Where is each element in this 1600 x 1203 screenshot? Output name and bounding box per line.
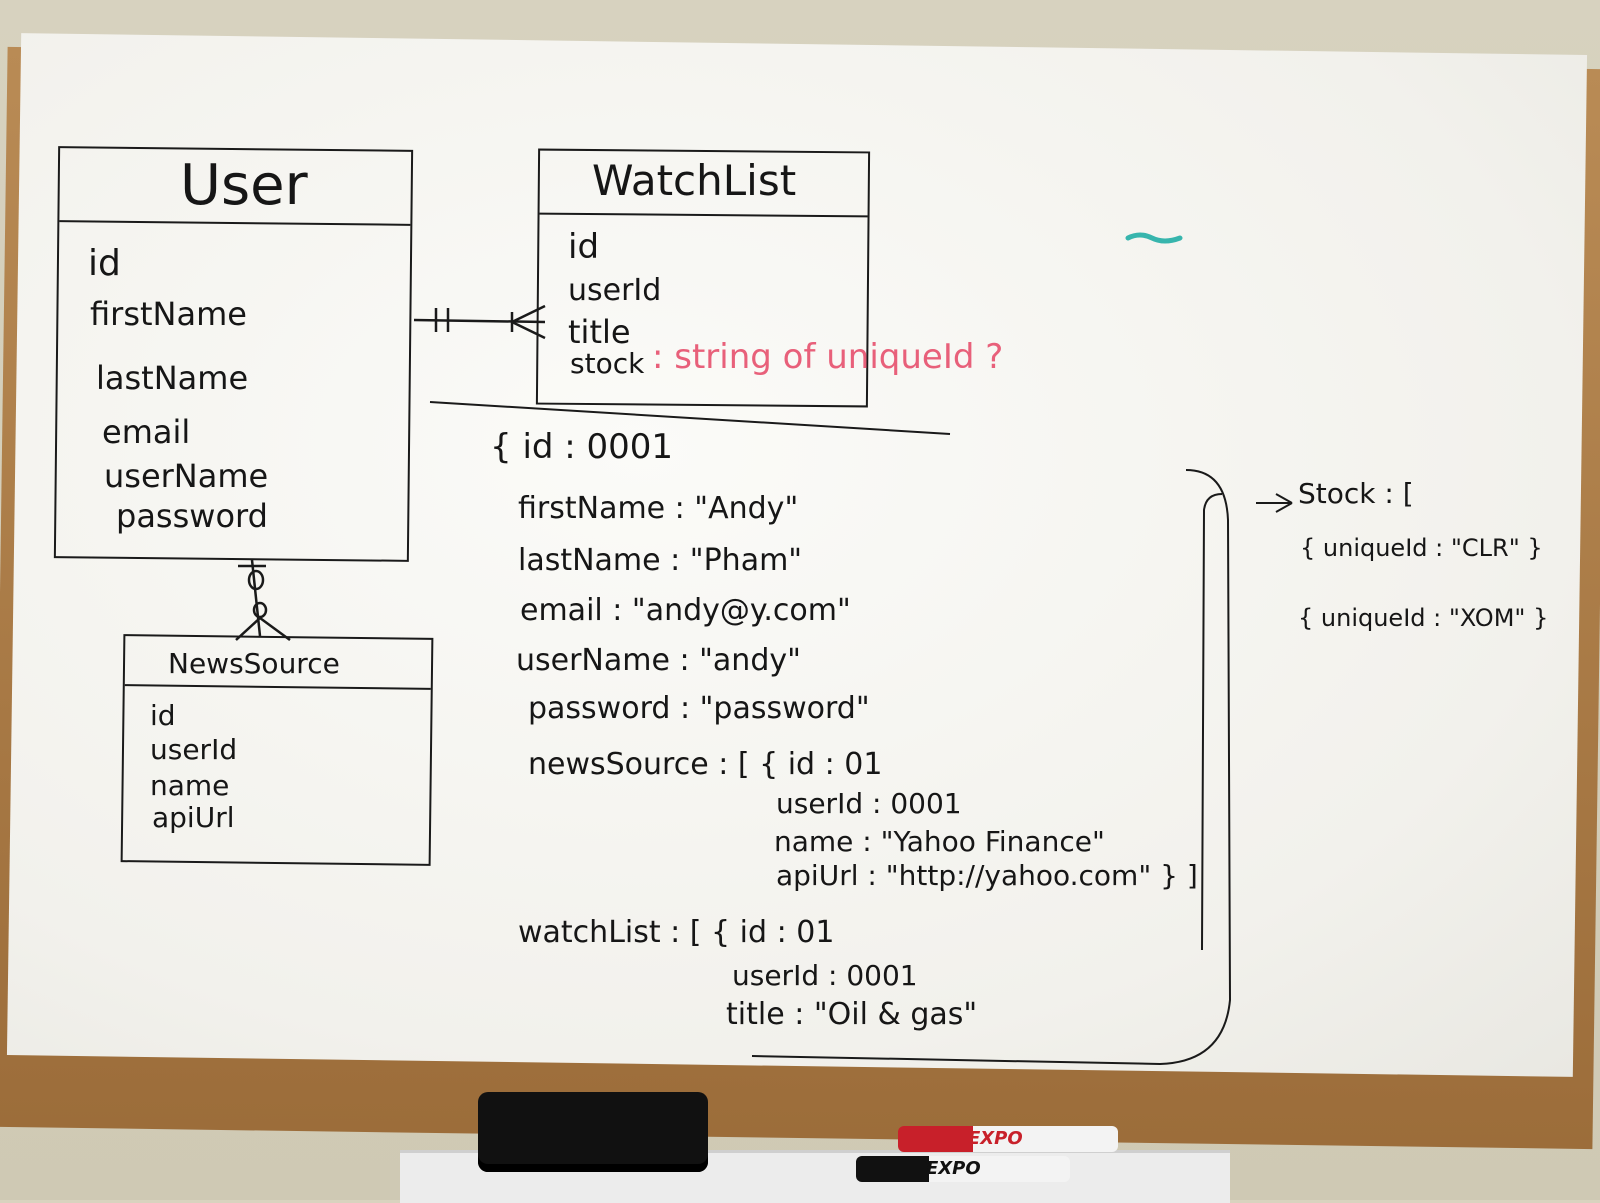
newssource-field-id: id [150,699,176,732]
teal-scribble [1125,232,1183,244]
json-line-username: userName : "andy" [516,643,801,678]
stock-line-header: Stock : [ [1298,477,1414,510]
black-marker[interactable]: EXPO [856,1156,1070,1182]
user-newssource-relationship [235,559,291,642]
user-entity-title: User [180,153,308,218]
json-line-id: { id : 0001 [490,427,674,467]
json-line-password: password : "password" [528,691,870,726]
stock-line-xom: { uniqueId : "XOM" } [1298,604,1549,632]
red-marker[interactable]: EXPO [898,1126,1118,1152]
user-field-email: email [102,413,191,451]
json-line-lastname: lastName : "Pham" [518,543,803,578]
user-field-password: password [116,497,268,535]
watchlist-field-userid: userId [568,273,662,308]
json-line-newssource: newsSource : [ { id : 01 [528,747,883,782]
stock-line-clr: { uniqueId : "CLR" } [1300,534,1543,562]
user-field-firstname: firstName [90,295,247,333]
json-line-watch-userid: userId : 0001 [732,959,918,992]
newssource-field-name: name [150,769,230,802]
red-marker-brand: EXPO [968,1128,1023,1149]
json-line-firstname: firstName : "Andy" [518,491,799,526]
json-line-email: email : "andy@y.com" [520,593,851,628]
user-watchlist-relationship [413,304,546,340]
json-line-news-userid: userId : 0001 [776,787,962,820]
newssource-field-apiurl: apiUrl [152,801,235,834]
newssource-field-userid: userId [150,733,238,766]
user-field-username: userName [104,457,269,495]
section-dividers [429,401,1232,1066]
watchlist-field-id: id [568,227,600,267]
stock-type-note: : string of uniqueId ? [652,337,1004,377]
json-line-news-name: name : "Yahoo Finance" [774,825,1105,858]
watchlist-field-stock: stock [570,347,645,380]
stock-arrow [1256,493,1293,513]
user-field-lastname: lastName [96,359,249,397]
user-field-id: id [88,243,121,284]
watchlist-field-title: title [568,313,631,351]
json-line-watchlist: watchList : [ { id : 01 [518,915,835,950]
newssource-entity-title: NewsSource [168,647,340,680]
json-line-watch-title: title : "Oil & gas" [726,997,978,1032]
json-line-news-apiurl: apiUrl : "http://yahoo.com" } ] [776,859,1198,892]
watchlist-entity-title: WatchList [592,156,797,205]
black-marker-brand: EXPO [926,1158,981,1179]
eraser[interactable] [478,1092,708,1172]
